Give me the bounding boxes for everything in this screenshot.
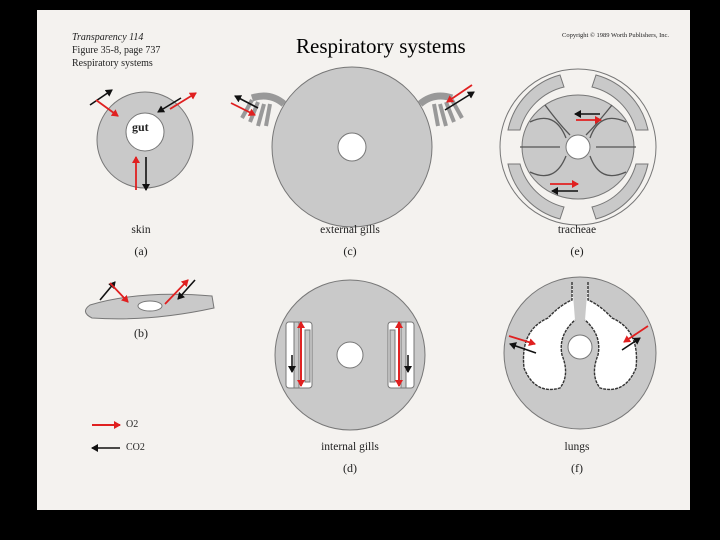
transparency-number: Transparency 114: [72, 32, 144, 43]
panel-a-label: skin: [131, 224, 151, 236]
panel-d-label: internal gills: [321, 441, 379, 453]
panel-e-tracheae: [499, 68, 657, 226]
copyright-notice: Copyright © 1989 Worth Publishers, Inc.: [562, 32, 670, 39]
panel-c-letter: (c): [343, 244, 357, 258]
slide: Transparency 114 Figure 35-8, page 737 R…: [37, 10, 690, 510]
panel-a-skin: [89, 89, 197, 191]
panel-f-lungs: [503, 276, 657, 430]
legend-co2-label: CO2: [126, 442, 145, 453]
gut-label: gut: [132, 120, 149, 134]
figure-subtitle: Respiratory systems: [72, 58, 153, 69]
panel-f-label: lungs: [564, 441, 590, 453]
panel-f-letter: (f): [571, 461, 583, 475]
panel-b-flat-body: [85, 279, 215, 320]
panel-e-label: tracheae: [557, 224, 597, 236]
figure-reference: Figure 35-8, page 737: [72, 45, 161, 56]
slide-title: Respiratory systems: [296, 34, 466, 58]
panel-d-letter: (d): [343, 461, 357, 475]
panel-d-internal-gills: [274, 279, 426, 431]
panel-c-external-gills: [230, 66, 475, 228]
legend-o2-label: O2: [126, 419, 139, 430]
panel-a-letter: (a): [134, 244, 148, 258]
panel-c-label: external gills: [320, 224, 380, 236]
panel-b-letter: (b): [134, 326, 148, 340]
panel-e-letter: (e): [570, 244, 584, 258]
